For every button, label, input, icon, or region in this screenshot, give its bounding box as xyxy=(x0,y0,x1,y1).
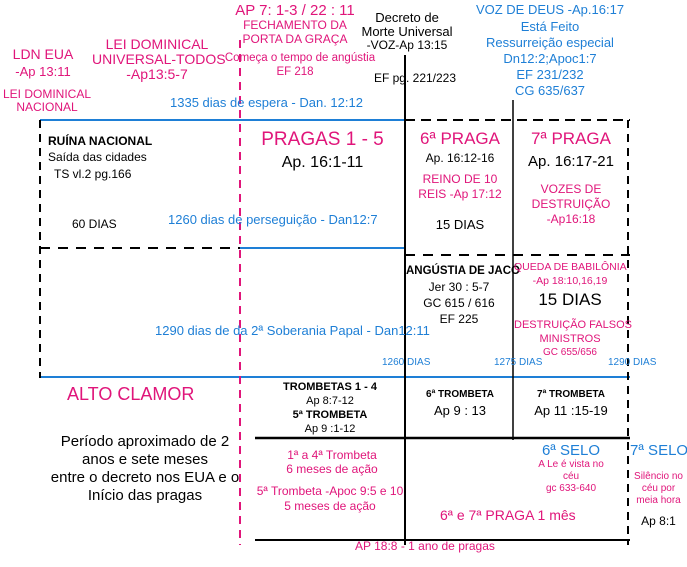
periodo-4: Início das pragas xyxy=(87,487,203,504)
reino-2: REIS -Ap 17:12 xyxy=(418,187,502,201)
vozes-2: DESTRUIÇÃO xyxy=(531,197,611,211)
periodo-2: anos e sete meses xyxy=(82,451,208,468)
babilonia-2: -Ap 18:10,16,19 xyxy=(532,275,608,287)
ef218: EF 218 xyxy=(276,66,314,78)
alto-clamor: ALTO CLAMOR xyxy=(67,384,195,404)
angustia-1: ANGÚSTIA DE JACÓ xyxy=(406,265,520,277)
selo6-2: céu xyxy=(562,471,580,482)
destruicao-2: MINISTROS xyxy=(539,333,601,345)
acao-3: 5ª Trombeta -Apoc 9:5 e 10 xyxy=(256,484,404,498)
pragas-6-7: 6ª e 7ª PRAGA 1 mês xyxy=(440,507,576,523)
period-1335: 1335 dias de espera - Dan. 12:12 xyxy=(170,95,363,110)
praga7-title: 7ª PRAGA xyxy=(531,129,611,148)
ap18-ref: AP 18:8 - 1 ano de pragas xyxy=(355,539,495,553)
fechamento-2: PORTA DA GRAÇA xyxy=(242,32,348,46)
selo7-ref: Ap 8:1 xyxy=(641,514,676,528)
periodo-3: entre o decreto nos EUA e o xyxy=(50,469,240,486)
babilonia-1: QUEDA DE BABILÔNIA xyxy=(514,261,627,273)
fechamento-1: FECHAMENTO DA xyxy=(243,18,347,32)
voz-3: Ressurreição especial xyxy=(486,35,614,50)
lei-dominical-nacional: LEI DOMINICAL NACIONAL xyxy=(2,87,92,114)
trombetas-1-4-ref: Ap 8:7-12 xyxy=(306,395,354,407)
vozes-3: -Ap16:18 xyxy=(546,212,596,226)
trombeta-6-ref: Ap 9 : 13 xyxy=(433,403,487,418)
destruicao-1: DESTRUIÇÃO FALSOS xyxy=(514,319,632,331)
praga6-title: 6ª PRAGA xyxy=(420,129,500,148)
selo7-3: meia hora xyxy=(636,495,681,506)
trombeta-7: 7ª TROMBETA xyxy=(537,389,605,400)
selo7-2: céu por xyxy=(641,483,676,494)
decreto-1: Decreto de xyxy=(375,10,439,25)
voz-2: Está Feito xyxy=(520,19,580,34)
decreto-3: -VOZ-Ap 13:15 xyxy=(366,38,448,52)
vozes-1: VOZES DE xyxy=(540,182,602,196)
pragas-title: PRAGAS 1 - 5 xyxy=(261,129,384,150)
ruina-1: RUÍNA NACIONAL xyxy=(48,134,153,148)
trombeta-6: 6ª TROMBETA xyxy=(426,389,494,400)
period-1290: 1290 dias de da 2ª Soberania Papal - Dan… xyxy=(155,323,430,338)
acao-1: 1ª a 4ª Trombeta xyxy=(287,448,377,462)
selo7-title: 7ª SELO xyxy=(630,442,687,459)
praga7-ref: Ap. 16:17-21 xyxy=(528,153,614,170)
lei-universal-1: LEI DOMINICAL xyxy=(105,36,209,52)
voz-6: CG 635/637 xyxy=(514,83,586,98)
selo6-title: 6ª SELO xyxy=(541,442,601,459)
comeca-angustia: Começa o tempo de angústia xyxy=(224,52,376,64)
voz-4: Dn12:2;Apoc1:7 xyxy=(503,51,597,66)
decreto-2: Morte Universal xyxy=(361,24,453,39)
acao-2: 6 meses de ação xyxy=(286,462,378,476)
period-1260: 1260 dias de perseguição - Dan12:7 xyxy=(168,212,378,227)
ap7-ref: AP 7: 1-3 / 22 : 11 xyxy=(235,2,355,19)
mark-1275: 1275 DIAS xyxy=(494,357,543,368)
voz-5: EF 231/232 xyxy=(516,67,584,82)
ldn-eua-label: LDN EUA xyxy=(12,46,74,62)
periodo-1: Período aproximado de 2 xyxy=(60,433,230,450)
pragas-ref: Ap. 16:1-11 xyxy=(281,154,364,171)
trombeta-5: 5ª TROMBETA xyxy=(292,409,368,421)
lei-universal-3: -Ap13:5-7 xyxy=(126,66,188,82)
babilonia-dias: 15 DIAS xyxy=(538,290,602,309)
reino-1: REINO DE 10 xyxy=(422,172,498,186)
mark-1290: 1290 DIAS xyxy=(608,357,657,368)
lei-universal-2: UNIVERSAL-TODOS xyxy=(92,51,226,67)
trombetas-1-4: TROMBETAS 1 - 4 xyxy=(283,381,377,393)
selo6-3: gc 633-640 xyxy=(545,483,597,494)
trombeta-7-ref: Ap 11 :15-19 xyxy=(534,403,608,418)
ruina-3: TS vl.2 pg.166 xyxy=(54,167,132,181)
ldn-ref: -Ap 13:11 xyxy=(15,64,71,79)
voz-1: VOZ DE DEUS -Ap.16:17 xyxy=(475,2,625,17)
ruina-dias: 60 DIAS xyxy=(72,217,117,231)
praga6-dias: 15 DIAS xyxy=(435,217,485,232)
ruina-2: Saída das cidades xyxy=(48,150,147,164)
trombeta-5-ref: Ap 9 :1-12 xyxy=(304,423,356,435)
acao-4: 5 meses de ação xyxy=(284,499,376,513)
angustia-3: GC 615 / 616 xyxy=(423,296,495,310)
praga6-ref: Ap. 16:12-16 xyxy=(425,151,495,165)
destruicao-3: GC 655/656 xyxy=(543,347,597,358)
selo6-1: A Le é vista no xyxy=(538,459,604,470)
ef-pg: EF pg. 221/223 xyxy=(373,71,457,85)
angustia-2: Jer 30 : 5-7 xyxy=(428,280,490,294)
mark-1260: 1260 DIAS xyxy=(382,357,431,368)
selo7-1: Silêncio no xyxy=(634,471,683,482)
angustia-4: EF 225 xyxy=(439,312,479,326)
